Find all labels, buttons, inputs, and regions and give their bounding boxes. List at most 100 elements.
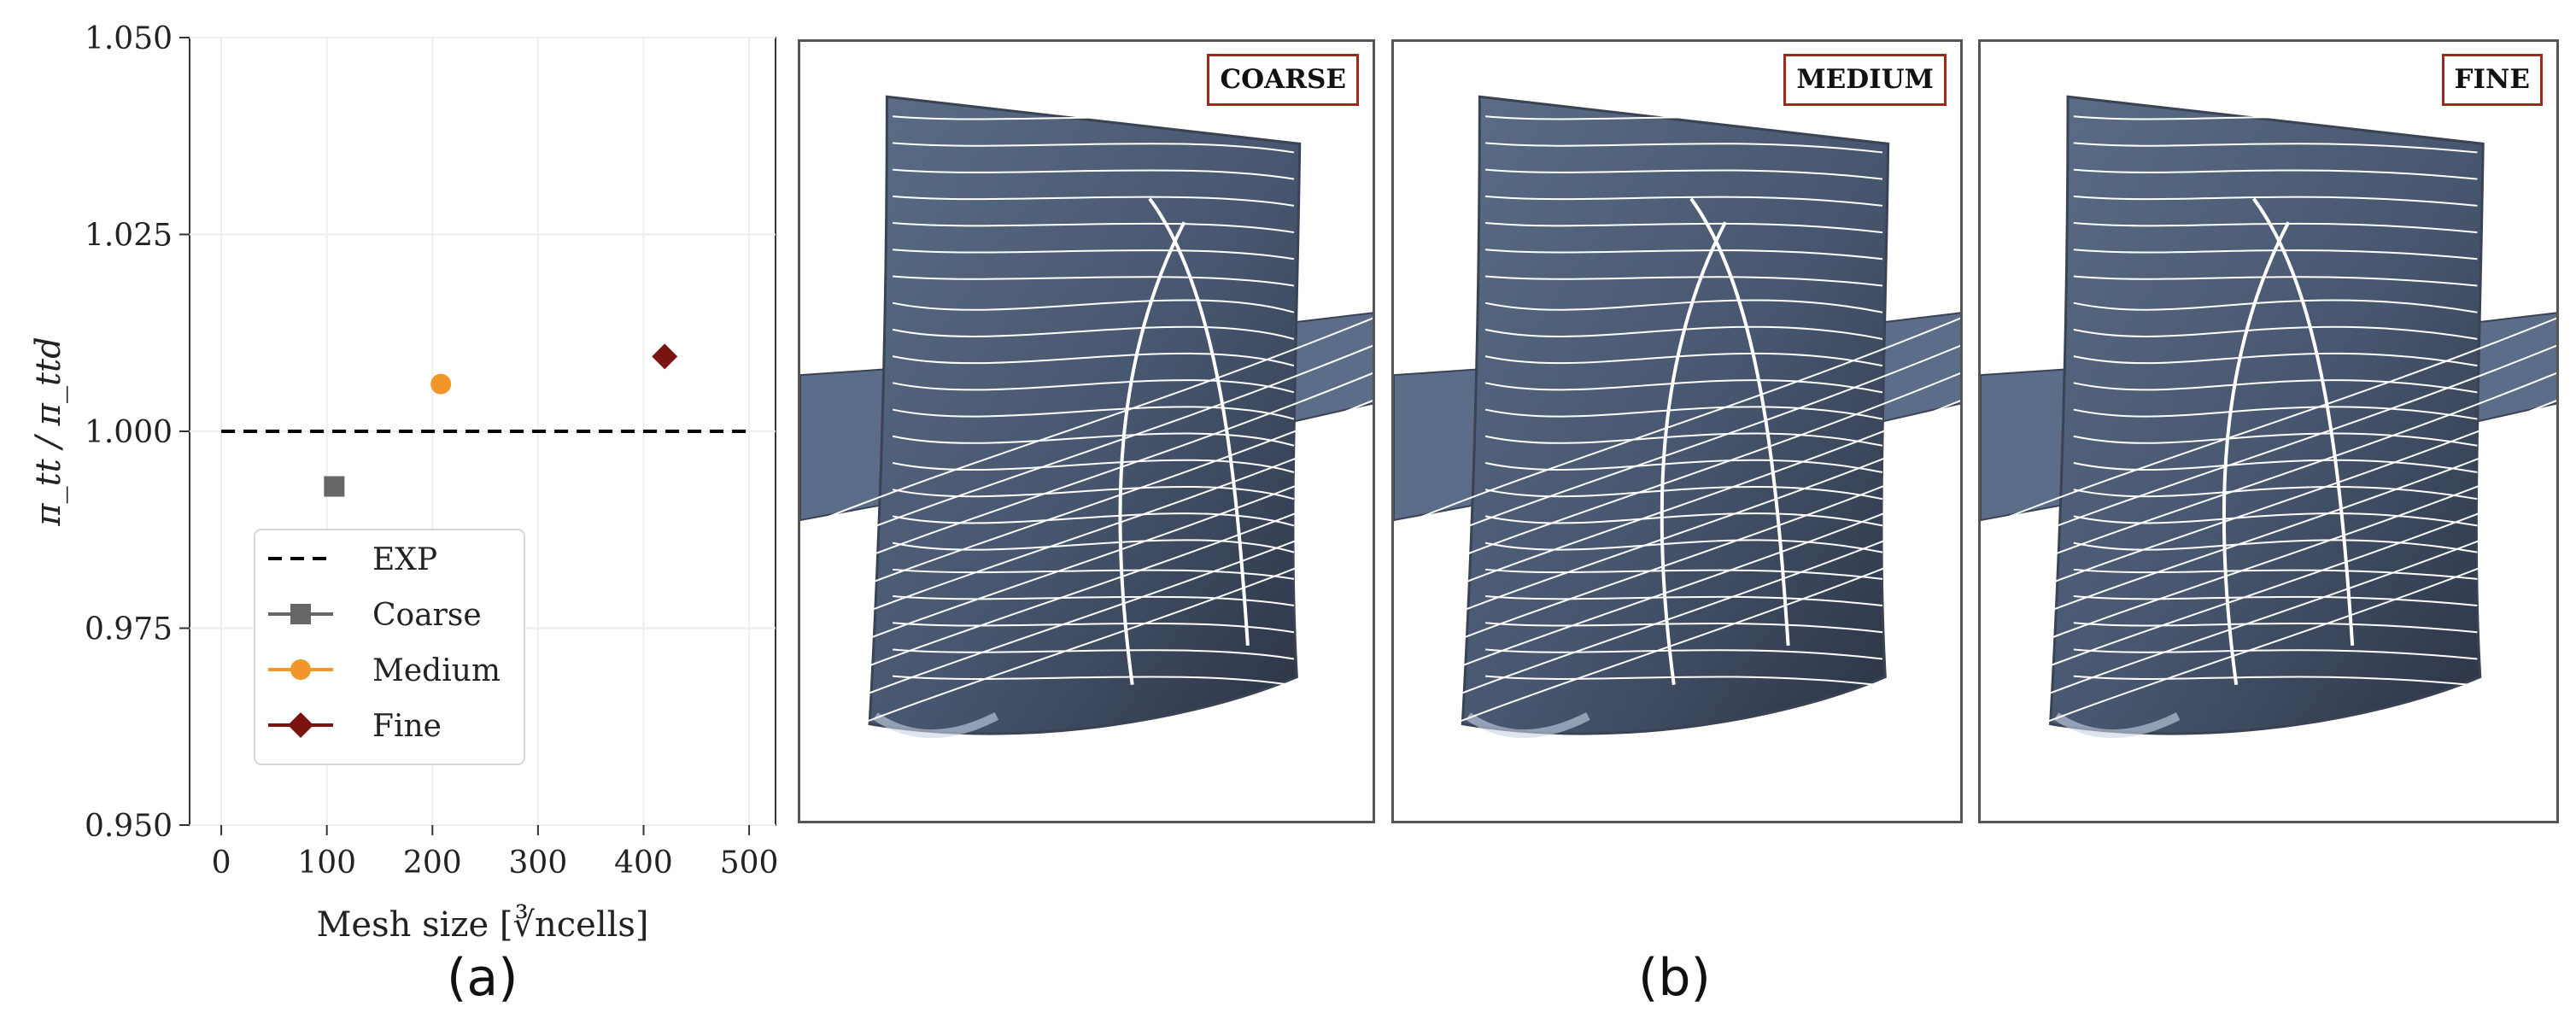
streamline bbox=[1484, 195, 1883, 207]
streamline bbox=[2073, 115, 2478, 127]
attachment-line bbox=[2251, 197, 2355, 646]
streamline bbox=[1484, 115, 1883, 127]
caption-b: (b) bbox=[1638, 948, 1711, 1008]
x-tick-label: 0 bbox=[212, 846, 231, 881]
streamline bbox=[2073, 325, 2478, 340]
data-point-fine bbox=[652, 343, 678, 370]
attachment-line bbox=[1148, 197, 1250, 646]
streamline-panel-medium: MEDIUM bbox=[1391, 39, 1963, 823]
streamline bbox=[893, 168, 1295, 180]
streamline bbox=[1484, 142, 1883, 154]
x-axis-label: Mesh size [∛ncells] bbox=[316, 904, 648, 945]
legend-label: EXP bbox=[372, 542, 437, 577]
mesh-label-medium: MEDIUM bbox=[1783, 54, 1947, 106]
endwall-streamline bbox=[800, 509, 1373, 721]
x-tick-label: 100 bbox=[297, 846, 356, 881]
leading-edge-highlight bbox=[2053, 712, 2181, 739]
mesh-label-fine: FINE bbox=[2441, 54, 2543, 106]
legend-box bbox=[254, 529, 525, 765]
x-tick-label: 200 bbox=[403, 846, 462, 881]
streamline bbox=[892, 299, 1295, 313]
streamline-panel-fine: FINE bbox=[1978, 39, 2559, 823]
streamline bbox=[2073, 675, 2478, 687]
endwall-streamline bbox=[1981, 454, 2556, 666]
streamline bbox=[893, 275, 1295, 287]
streamline bbox=[1484, 222, 1883, 234]
endwall-streamline bbox=[1394, 482, 1960, 694]
streamline bbox=[2073, 222, 2478, 234]
streamline bbox=[892, 352, 1295, 367]
endwall-streamline bbox=[800, 454, 1373, 666]
streamline bbox=[1484, 352, 1883, 367]
streamline bbox=[2073, 352, 2478, 367]
streamline bbox=[1484, 249, 1883, 260]
legend-swatch-marker bbox=[290, 604, 311, 624]
endwall-streamline bbox=[1981, 509, 2556, 721]
y-axis-label: π_tt / π_ttd bbox=[29, 337, 68, 526]
streamline bbox=[2073, 249, 2478, 260]
streamline bbox=[892, 459, 1295, 473]
streamline bbox=[1484, 622, 1883, 634]
endwall-streamline bbox=[800, 317, 1373, 530]
y-tick-label: 1.025 bbox=[85, 219, 173, 254]
endwall-streamline bbox=[1981, 372, 2556, 584]
endwall-streamline bbox=[1981, 400, 2556, 612]
legend-label: Fine bbox=[372, 709, 442, 744]
x-tick-label: 500 bbox=[720, 846, 779, 881]
streamline bbox=[2073, 299, 2478, 313]
leading-edge-highlight bbox=[1466, 712, 1590, 739]
endwall-streamline bbox=[1394, 400, 1960, 612]
streamline bbox=[893, 142, 1295, 154]
streamline bbox=[1484, 325, 1883, 340]
streamline bbox=[1484, 406, 1883, 420]
legend-label: Medium bbox=[372, 653, 501, 688]
blade-streamline-image bbox=[1981, 95, 2556, 749]
separation-line bbox=[1660, 221, 1727, 686]
streamline bbox=[892, 406, 1295, 420]
streamline bbox=[1484, 168, 1883, 180]
streamline bbox=[893, 222, 1295, 234]
endwall-streamline bbox=[1394, 509, 1960, 721]
streamline bbox=[2073, 648, 2478, 660]
streamline bbox=[2073, 168, 2478, 180]
y-tick-label: 0.950 bbox=[85, 809, 173, 844]
streamline bbox=[892, 512, 1295, 527]
streamline bbox=[1484, 299, 1883, 313]
streamline bbox=[2073, 142, 2478, 154]
streamline bbox=[893, 675, 1295, 687]
endwall-streamline bbox=[1394, 344, 1960, 557]
blade-streamline-image bbox=[800, 95, 1373, 749]
streamline bbox=[2073, 486, 2478, 500]
endwall-streamline bbox=[800, 536, 1373, 749]
endwall-streamline bbox=[1394, 536, 1960, 749]
x-tick-label: 400 bbox=[614, 846, 673, 881]
streamline bbox=[892, 325, 1295, 340]
legend-swatch-marker bbox=[290, 659, 311, 680]
streamline bbox=[892, 379, 1295, 394]
endwall-streamline bbox=[800, 344, 1373, 557]
y-tick-label: 1.050 bbox=[85, 21, 173, 56]
endwall-streamline bbox=[1981, 536, 2556, 749]
endwall-streamline bbox=[1394, 317, 1960, 530]
data-points bbox=[324, 343, 678, 497]
endwall-streamline bbox=[1981, 427, 2556, 639]
leading-edge-highlight bbox=[873, 712, 999, 739]
streamline bbox=[2073, 275, 2478, 287]
endwall-streamline bbox=[1394, 427, 1960, 639]
streamline bbox=[2073, 406, 2478, 420]
streamline bbox=[2073, 432, 2478, 447]
endwall-streamline bbox=[1981, 344, 2556, 557]
endwall-streamline bbox=[1981, 317, 2556, 530]
endwall-streamline bbox=[1394, 372, 1960, 584]
endwall-streamline bbox=[800, 372, 1373, 584]
streamline bbox=[893, 115, 1295, 127]
endwall-streamline bbox=[800, 427, 1373, 639]
endwall-streamline bbox=[1394, 454, 1960, 666]
streamline bbox=[893, 249, 1295, 260]
blade-streamline-image bbox=[1394, 95, 1960, 749]
streamline bbox=[892, 432, 1295, 447]
streamline bbox=[1484, 432, 1883, 447]
streamline bbox=[1484, 275, 1883, 287]
